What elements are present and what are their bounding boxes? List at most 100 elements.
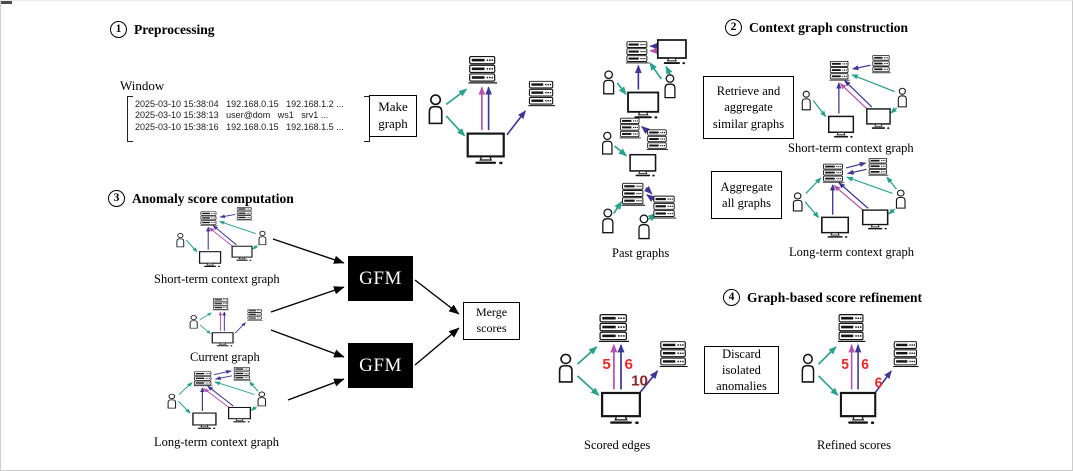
section-title: Graph-based score refinement [747, 289, 922, 305]
box-line: similar graphs [712, 116, 785, 131]
past-graph-1 [603, 39, 687, 120]
edge-score: 10 [631, 374, 648, 390]
edge-teal [846, 176, 893, 194]
edge-indigo [846, 168, 867, 175]
monitor-icon [629, 153, 657, 177]
person-icon [176, 232, 185, 248]
edge-score: 5 [841, 356, 849, 372]
flow-arrow [270, 286, 345, 313]
edge-teal [576, 375, 600, 396]
discard-anomalies-box: Discard isolated anomalies [704, 346, 779, 394]
edge-magenta [203, 388, 230, 409]
person-icon [664, 74, 676, 99]
edge-indigo [506, 110, 526, 136]
flow-arrow [414, 327, 460, 366]
edge-score: 6 [861, 356, 869, 372]
person-icon [602, 208, 614, 234]
edge-indigo [844, 80, 873, 108]
section-title: Preprocessing [134, 21, 215, 37]
edge-indigo [845, 162, 867, 169]
monitor-icon [466, 132, 505, 166]
short-term-context-graph-small [176, 207, 267, 268]
log-line: 2025-03-10 15:38:13 user@dom ws1 srv1 ..… [135, 110, 329, 121]
box-line: scores [476, 321, 507, 335]
merge-scores-box: Merge scores [463, 302, 520, 340]
circled-number-icon: 2 [725, 19, 742, 36]
log-line: 2025-03-10 15:38:16 192.168.0.15 192.168… [135, 121, 344, 132]
server-icon [212, 298, 230, 311]
edge-teal [616, 82, 627, 96]
monitor-icon [198, 250, 222, 268]
edge-teal [178, 381, 193, 395]
edge-indigo [214, 375, 233, 380]
server-icon [893, 341, 919, 368]
edge-teal [649, 62, 663, 80]
current-graph-label: Current graph [190, 350, 260, 364]
server-icon [528, 80, 556, 107]
box-line: Aggregate [720, 179, 773, 194]
refined-scores-graph: 5 6 6 [801, 314, 919, 426]
edge-teal [817, 346, 837, 365]
box-line: Make [378, 99, 408, 115]
frame-artifact [1, 1, 12, 4]
left-bracket-icon [127, 96, 133, 142]
edge-teal [250, 406, 258, 411]
gfm-box-top: GFM [348, 256, 413, 301]
circled-number-icon: 1 [110, 21, 127, 38]
server-icon [619, 117, 641, 139]
person-icon [638, 214, 650, 240]
monitor-icon [839, 391, 877, 426]
edge-indigo [852, 64, 871, 71]
box-line: all graphs [722, 196, 771, 210]
edge-teal [218, 220, 257, 235]
box-line: Discard [722, 346, 761, 361]
edge-teal [249, 381, 259, 392]
section-header-score-refinement: 4 Graph-based score refinement [723, 289, 922, 306]
short-term-graph-label: Short-term context graph [788, 141, 914, 155]
log-lines: 2025-03-10 15:38:04 192.168.0.15 192.168… [135, 99, 344, 133]
server-icon [200, 211, 218, 226]
monitor-icon [627, 91, 660, 120]
person-icon [792, 192, 803, 212]
edge-magenta [208, 227, 234, 247]
edge-magenta [839, 83, 868, 110]
aggregate-all-box: Aggregate all graphs [711, 171, 782, 219]
server-icon [659, 341, 688, 368]
past-graph-2 [601, 117, 669, 177]
monitor-icon [227, 406, 252, 424]
gfm-box-bottom: GFM [348, 343, 413, 388]
edge-score: 6 [875, 374, 883, 390]
edge-teal [665, 65, 673, 75]
server-icon [621, 182, 645, 206]
flow-arrow [270, 329, 345, 358]
server-icon [837, 314, 866, 342]
edge-teal [812, 100, 827, 118]
person-icon [167, 393, 177, 409]
server-icon [652, 195, 677, 219]
person-icon [257, 391, 267, 407]
flow-arrow [414, 279, 460, 315]
section-title: Context graph construction [749, 19, 908, 35]
log-line: 2025-03-10 15:38:04 192.168.0.15 192.168… [135, 99, 344, 109]
flow-arrow [287, 378, 345, 401]
person-icon [189, 315, 198, 329]
monitor-icon [656, 39, 687, 65]
box-line: isolated [722, 362, 761, 377]
edge-teal [887, 208, 896, 215]
gfm-label: GFM [359, 267, 402, 289]
edge-indigo [234, 322, 246, 334]
edge-magenta [833, 185, 864, 211]
box-line: anomalies [716, 379, 767, 394]
edge-teal [890, 107, 898, 114]
long-term-context-graph-small [167, 367, 267, 430]
edge-teal [445, 88, 468, 106]
edge-indigo [212, 225, 237, 246]
server-icon [247, 309, 263, 321]
person-icon [558, 353, 573, 383]
server-icon [871, 55, 891, 74]
box-line: Merge [475, 305, 508, 320]
gfm-label: GFM [359, 354, 402, 376]
section-header-anomaly-score: 3 Anomaly score computation [108, 190, 294, 207]
edge-indigo [644, 185, 653, 195]
